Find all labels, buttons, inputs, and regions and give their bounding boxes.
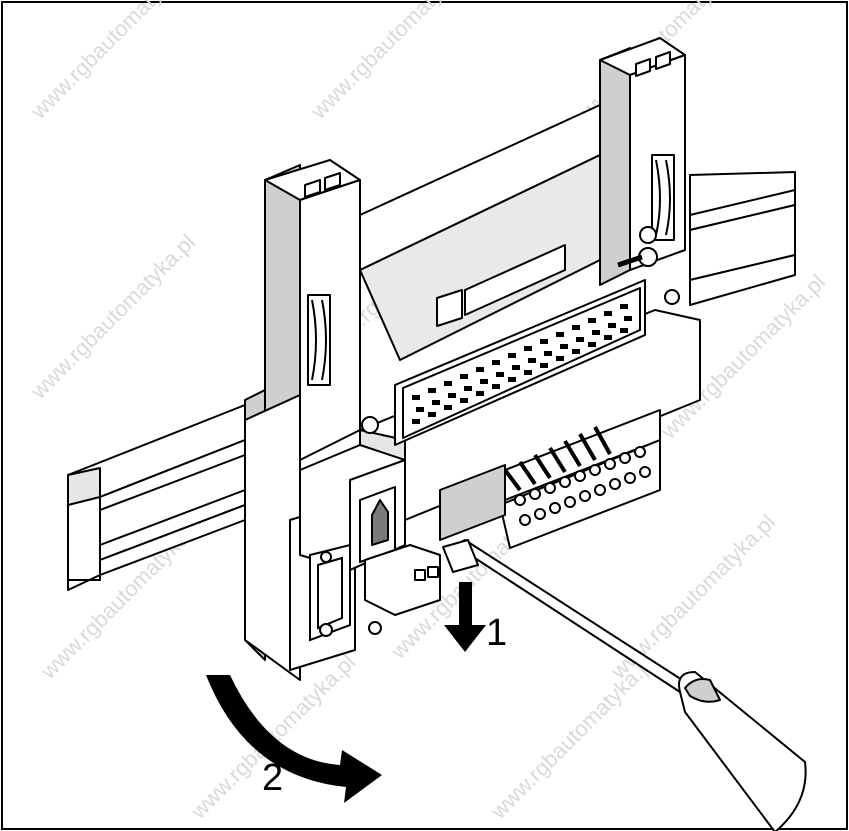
cable-clamp xyxy=(364,544,441,635)
step-label-1: 1 xyxy=(486,612,507,654)
wire-bundle xyxy=(503,426,612,492)
front-side-box xyxy=(299,444,406,571)
interface-module xyxy=(359,244,701,521)
arrow-step-2 xyxy=(206,675,382,803)
d-sub-connector xyxy=(309,543,351,642)
connector-pins xyxy=(412,304,632,424)
terminal-block xyxy=(439,409,661,549)
step-label-2: 2 xyxy=(262,757,283,799)
terminal-screws xyxy=(514,446,651,526)
right-bracket xyxy=(599,37,686,286)
screwdriver xyxy=(442,539,807,831)
arrow-step-1 xyxy=(444,582,486,652)
